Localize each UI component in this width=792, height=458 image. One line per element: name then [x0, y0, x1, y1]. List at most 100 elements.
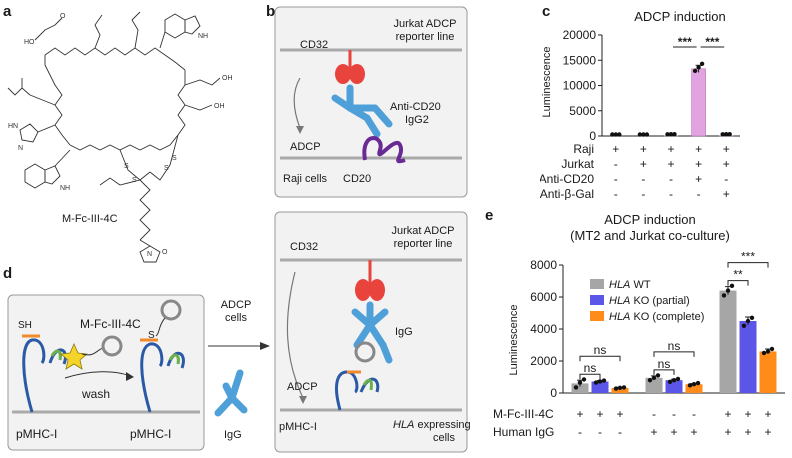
chart-e-condition-name: M-Fc-III-4C: [493, 407, 554, 421]
atom-label-maleimide-o: O: [162, 249, 168, 256]
chart-e-legend-label: HLA WT: [609, 279, 651, 291]
chart-c-point: [668, 131, 674, 137]
chart-e-point: [597, 379, 603, 384]
chart-e-sig-label: ***: [741, 250, 755, 264]
chart-c-condition-mark: +: [723, 157, 730, 171]
chart-e-point: [729, 283, 735, 288]
chart-e-subtitle: (MT2 and Jurkat co-culture): [570, 228, 730, 243]
chart-c-condition-mark: -: [697, 187, 701, 200]
chart-c-condition-name: Raji: [573, 142, 594, 156]
atom-label-s-2: S: [132, 177, 137, 184]
chart-e-point: [581, 377, 587, 382]
adcp-arrowhead-top: [296, 126, 304, 134]
chart-e-ytick-label: 4000: [530, 322, 557, 336]
chart-e-ytick-label: 2000: [530, 354, 557, 368]
chemical-structure-figure: a: [3, 3, 233, 263]
wash-label: wash: [81, 387, 110, 401]
chart-e-legend-italic: HLA: [609, 295, 630, 307]
chart-c-point: [696, 65, 701, 70]
chart-e-condition-mark: -: [692, 407, 696, 421]
assay-box-top: [274, 6, 468, 198]
chart-e-point: [769, 346, 775, 352]
chart-e: e ADCP induction (MT2 and Jurkat co-cult…: [485, 207, 785, 439]
m-fc-ring-bottom: [354, 341, 376, 363]
chart-c-condition-mark: +: [612, 142, 619, 156]
chart-e-bar: [685, 384, 703, 393]
chart-e-ylabel: Luminescence: [508, 305, 520, 376]
chart-e-point: [691, 382, 697, 387]
atom-label-nh-2: NH: [60, 185, 70, 192]
chart-e-point: [621, 385, 627, 390]
chart-c-ytick-label: 10000: [563, 79, 597, 93]
atom-labels: HO O NH HN N NH OH OH S S S S: [8, 13, 233, 192]
chart-e-condition-mark: +: [764, 407, 771, 421]
cd32-lobe-right-top: [349, 64, 365, 84]
atom-label-s-3: S: [164, 165, 169, 172]
chart-e-condition-mark: -: [652, 407, 656, 421]
chart-e-bar: [759, 351, 777, 393]
chart-e-sig-label: ns: [594, 343, 607, 357]
chart-c-point: [613, 132, 618, 137]
atom-label-s-4: S: [172, 155, 177, 162]
chart-e-ytick-label: 0: [550, 386, 557, 400]
chart-e-point: [721, 293, 727, 298]
chart-e-sig-label: ns: [668, 339, 681, 353]
chart-e-point: [667, 379, 673, 384]
hla-cells-label: HLA expressing cells: [393, 419, 474, 444]
cd32-label-top: CD32: [300, 39, 328, 51]
chart-c-point: [724, 132, 729, 137]
reagent-label-d: M-Fc-III-4C: [80, 317, 141, 331]
cd32-label-bottom: CD32: [290, 241, 318, 253]
chart-e-condition-mark: +: [596, 407, 603, 421]
pmhc-label-right: pMHC-I: [130, 427, 171, 441]
chart-e-point: [765, 349, 771, 354]
chart-c-condition-mark: +: [723, 187, 730, 200]
igg-label-bottom: IgG: [395, 326, 413, 338]
molecule-skeleton: [7, 11, 221, 241]
adcp-arrowhead-bottom: [299, 396, 307, 404]
chart-c-point: [644, 132, 650, 137]
chart-c-point: [665, 132, 670, 137]
chart-e-point: [749, 315, 755, 320]
chart-e-point: [593, 380, 599, 385]
chart-e-legend-label: HLA KO (partial): [609, 295, 690, 307]
chart-c-ytick-label: 5000: [569, 104, 596, 118]
chart-c-ytick-label: 0: [589, 129, 596, 143]
m-fc-ring-d: [101, 335, 123, 357]
wash-arrowhead: [126, 372, 134, 381]
anti-cd20-antibody: [331, 84, 393, 138]
chart-e-bar: [719, 290, 737, 393]
chart-e-point: [695, 380, 701, 386]
chart-e-sig-bracket: [579, 355, 621, 362]
chart-e-legend-swatch: [590, 295, 604, 305]
chart-e-condition-mark: +: [744, 425, 751, 439]
chart-e-sig-bracket: [727, 280, 749, 286]
chart-c-condition-mark: +: [723, 142, 730, 156]
panel-a: a: [0, 0, 260, 265]
panel-label-c: c: [542, 3, 550, 20]
s-label: S: [148, 330, 155, 341]
chart-e-ytick-label: 8000: [530, 258, 557, 272]
chart-c-condition-mark: -: [724, 172, 728, 186]
panel-label-b: b: [266, 3, 275, 20]
chart-e-legend-italic: HLA: [609, 279, 630, 291]
m-fc-ring-d2: [160, 299, 182, 321]
atom-label-n: N: [18, 145, 23, 152]
chart-c-condition-mark: +: [667, 157, 674, 171]
igg-antibody-bottom: [351, 301, 393, 364]
igg-free-antibody: [214, 369, 248, 417]
chart-e-condition-mark: +: [744, 407, 751, 421]
chart-e-point: [617, 385, 623, 391]
chart-c-condition-mark: -: [669, 172, 673, 186]
chart-e-point: [725, 288, 731, 293]
chart-e-legend-rest: KO (complete): [630, 311, 704, 323]
chart-e-condition-mark: +: [670, 425, 677, 439]
chart-e-point: [573, 385, 579, 390]
chart-e-point: [741, 323, 747, 328]
chart-c-point: [637, 132, 643, 137]
